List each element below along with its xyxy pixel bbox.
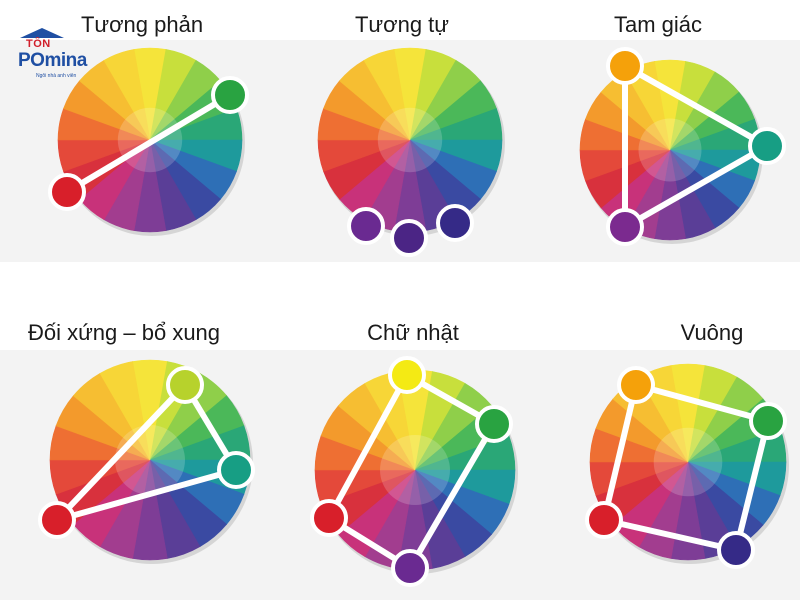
marker-orange (617, 366, 655, 404)
wheel-center-glow (638, 118, 702, 182)
title-complementary: Tương phản (80, 12, 204, 37)
marker-indigo (717, 531, 755, 569)
wheel-rectangle (310, 356, 518, 587)
marker-green (211, 76, 249, 114)
connector-line (601, 517, 739, 553)
marker-teal (748, 127, 786, 165)
title-analogous: Tương tự (354, 12, 450, 37)
marker-yellow (388, 356, 426, 394)
wheel-center-glow (380, 435, 450, 505)
marker-green (749, 402, 787, 440)
title-rectangle: Chữ nhật (367, 320, 459, 345)
title-square: Vuông (680, 320, 744, 345)
wheel-analogous (317, 47, 505, 257)
connector-line (601, 382, 639, 523)
marker-teal (217, 451, 255, 489)
title-split-complementary: Đối xứng – bổ xung (27, 320, 221, 345)
connector-line (622, 143, 770, 230)
marker-purple (391, 549, 429, 587)
wheel-segment (363, 49, 411, 141)
marker-yellow-green (166, 366, 204, 404)
wheel-segment (103, 49, 151, 141)
title-triadic: Tam giác (613, 12, 703, 37)
wheel-complementary (48, 47, 249, 236)
marker-purple (347, 207, 385, 245)
connector-line (54, 382, 188, 523)
connector-line (64, 92, 233, 195)
connector-line (326, 372, 410, 521)
connector-line (54, 467, 239, 523)
wheel-split-complementary (38, 359, 255, 564)
wheel-square (585, 363, 789, 569)
connector-line (733, 418, 771, 553)
marker-orange (606, 47, 644, 85)
logo-brand-text: POmina (18, 50, 87, 71)
logo-roof-icon (20, 28, 64, 38)
wheel-center-glow (377, 107, 443, 173)
wheel-center-glow (653, 427, 723, 497)
wheel-triadic (579, 47, 786, 246)
logo-tagline: Ngôi nhà anh viên (36, 73, 77, 79)
marker-green (475, 405, 513, 443)
marker-violet (390, 219, 428, 257)
logo-top-text: TÔN (26, 38, 51, 50)
marker-magenta-purple (606, 208, 644, 246)
connector-line (407, 421, 497, 571)
ton-pomina-logo: TÔN POmina Ngôi nhà anh viên (14, 28, 106, 88)
connector-line (633, 382, 771, 424)
marker-red (585, 501, 623, 539)
marker-red (310, 499, 348, 537)
marker-red (38, 501, 76, 539)
connector-line (622, 63, 770, 149)
marker-red (48, 173, 86, 211)
marker-indigo (436, 204, 474, 242)
